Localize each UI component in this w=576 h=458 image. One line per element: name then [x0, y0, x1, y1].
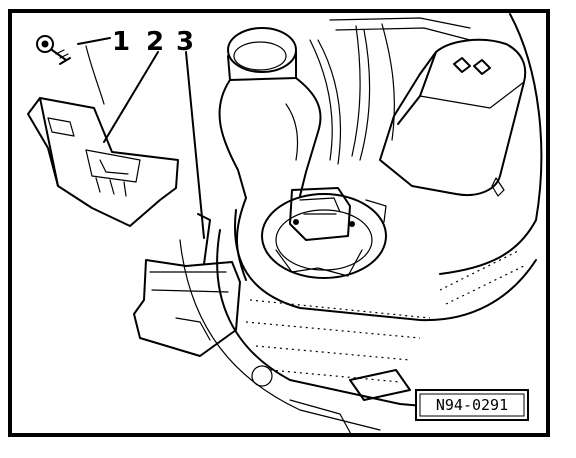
reservoir-cap [227, 27, 297, 81]
bolt-part [36, 35, 71, 65]
battery-box [379, 38, 527, 197]
engine-bay-outline [179, 13, 543, 431]
leader-lines [77, 37, 205, 239]
callout-1: 1 [112, 27, 130, 57]
pump-assembly [261, 187, 387, 279]
reference-code-box: N94-0291 [415, 389, 529, 421]
wiring-harness [309, 17, 471, 165]
lower-details [251, 365, 411, 437]
bracket-part [27, 97, 179, 227]
figure-border [8, 9, 550, 437]
callout-3: 3 [176, 27, 194, 57]
callout-2: 2 [146, 27, 164, 57]
reference-code: N94-0291 [436, 396, 508, 414]
